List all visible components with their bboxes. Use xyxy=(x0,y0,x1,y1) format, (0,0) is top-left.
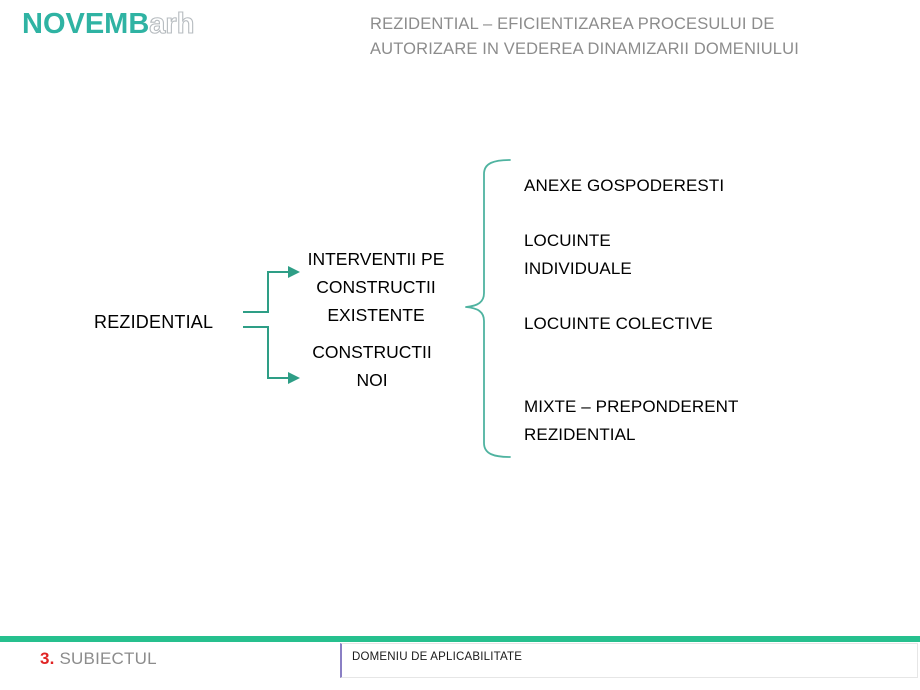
connector-lower xyxy=(243,326,290,379)
connector-upper xyxy=(243,271,290,313)
footer-accent-bar xyxy=(0,636,920,642)
page-title: REZIDENTIAL – EFICIENTIZAREA PROCESULUI … xyxy=(370,12,890,62)
diagram-connectors xyxy=(243,159,511,458)
footer-section: 3. SUBIECTUL xyxy=(40,649,157,669)
footer-subtitle-label: DOMENIU DE APLICABILITATE xyxy=(352,651,523,663)
node-leaf-locuinte-individuale: LOCUINTE INDIVIDUALE xyxy=(524,231,632,278)
page-title-line-2: AUTORIZARE IN VEDEREA DINAMIZARII DOMENI… xyxy=(370,40,799,58)
node-leaf-locuinte-colective: LOCUINTE COLECTIVE xyxy=(524,314,713,333)
logo-primary-text: NOVEMB xyxy=(22,8,150,40)
hierarchy-diagram: REZIDENTIAL INTERVENTII PE CONSTRUCTII E… xyxy=(94,159,739,458)
footer-section-number: 3. xyxy=(40,649,55,668)
node-root-label: REZIDENTIAL xyxy=(94,312,214,332)
footer-subtitle-box: DOMENIU DE APLICABILITATE xyxy=(340,643,918,678)
node-branch-interventii: INTERVENTII PE CONSTRUCTII EXISTENTE xyxy=(307,249,445,325)
node-leaf-anexe-gospoderesti: ANEXE GOSPODERESTI xyxy=(524,176,725,195)
arrowhead-lower-icon xyxy=(288,372,300,384)
footer-section-label: SUBIECTUL xyxy=(59,649,157,668)
arrowhead-upper-icon xyxy=(288,266,300,278)
page-title-line-1: REZIDENTIAL – EFICIENTIZAREA PROCESULUI … xyxy=(370,15,775,33)
logo-secondary-text: arh xyxy=(149,7,195,40)
brace-grouping-icon xyxy=(465,159,511,458)
node-branch-constructii-noi: CONSTRUCTII NOI xyxy=(312,342,432,390)
node-leaf-mixte-preponderent-rezidential: MIXTE – PREPONDERENT REZIDENTIAL xyxy=(524,397,739,444)
